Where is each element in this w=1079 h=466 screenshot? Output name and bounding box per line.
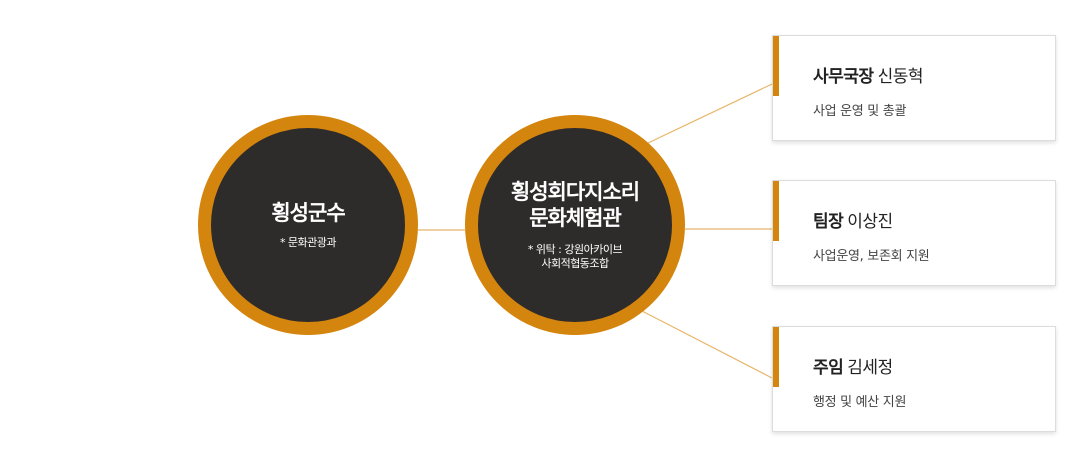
node-cultural-center: 횡성회다지소리 문화체험관 * 위탁 : 강원아카이브 사회적협동조합 <box>465 115 685 335</box>
connector-center-to-director <box>647 83 773 144</box>
connector-center-to-assistant <box>641 310 773 379</box>
card-accent-bar <box>773 36 779 96</box>
staff-duty: 사업운영, 보존회 지원 <box>813 249 930 264</box>
staff-role: 주임 <box>813 358 844 378</box>
staff-duty: 행정 및 예산 지원 <box>813 395 907 410</box>
cultural-center-note-line-1: * 위탁 : 강원아카이브 <box>527 243 623 256</box>
cultural-center-title-line-2: 문화체험관 <box>529 206 622 230</box>
node-county-governor: 횡성군수 * 문화관광과 <box>198 115 418 335</box>
cultural-center-note-line-2: 사회적협동조합 <box>541 257 609 270</box>
county-governor-title: 횡성군수 <box>271 201 345 225</box>
cultural-center-note: * 위탁 : 강원아카이브 사회적협동조합 <box>527 243 623 271</box>
staff-duty: 사업 운영 및 총괄 <box>813 104 907 119</box>
staff-role: 사무국장 <box>813 67 874 87</box>
cultural-center-title-line-1: 횡성회다지소리 <box>510 180 640 204</box>
county-governor-note: * 문화관광과 <box>279 236 337 249</box>
staff-name: 이상진 <box>847 212 893 232</box>
card-accent-bar <box>773 181 779 241</box>
staff-name: 김세정 <box>847 358 893 378</box>
card-accent-bar <box>773 327 779 387</box>
staff-role: 팀장 <box>813 212 844 232</box>
cultural-center-title: 횡성회다지소리 문화체험관 <box>510 179 640 231</box>
staff-name: 신동혁 <box>877 67 924 87</box>
